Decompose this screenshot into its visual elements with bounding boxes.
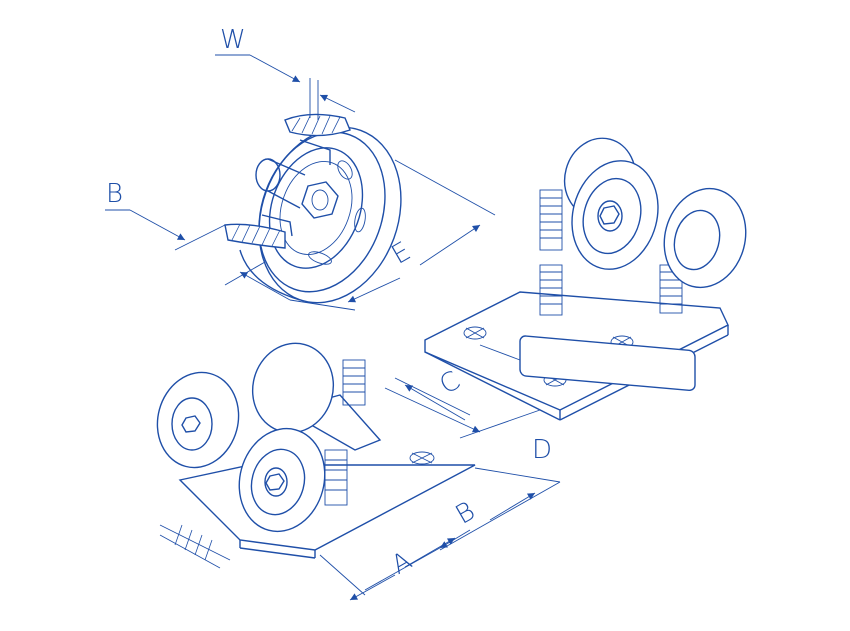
dimension-b-bottom: B: [439, 467, 561, 551]
label-c: C: [435, 366, 466, 401]
hex-nut: [301, 181, 339, 219]
label-b-bottom: B: [451, 496, 481, 530]
mounting-plate-left: [178, 464, 476, 551]
tire-section-top: [284, 113, 351, 137]
dimension-d: D: [384, 387, 552, 465]
label-b-top: B: [106, 179, 123, 209]
label-d: D: [532, 435, 552, 465]
dimension-b-top: B: [105, 179, 291, 301]
left-roller-assembly: [156, 342, 476, 569]
wheel-section-detail: [224, 113, 402, 304]
right-roller-assembly: [424, 137, 747, 421]
dimension-w: W: [215, 25, 356, 120]
dimension-a: A: [319, 537, 456, 601]
label-e: E: [387, 237, 416, 271]
label-w: W: [220, 25, 246, 55]
